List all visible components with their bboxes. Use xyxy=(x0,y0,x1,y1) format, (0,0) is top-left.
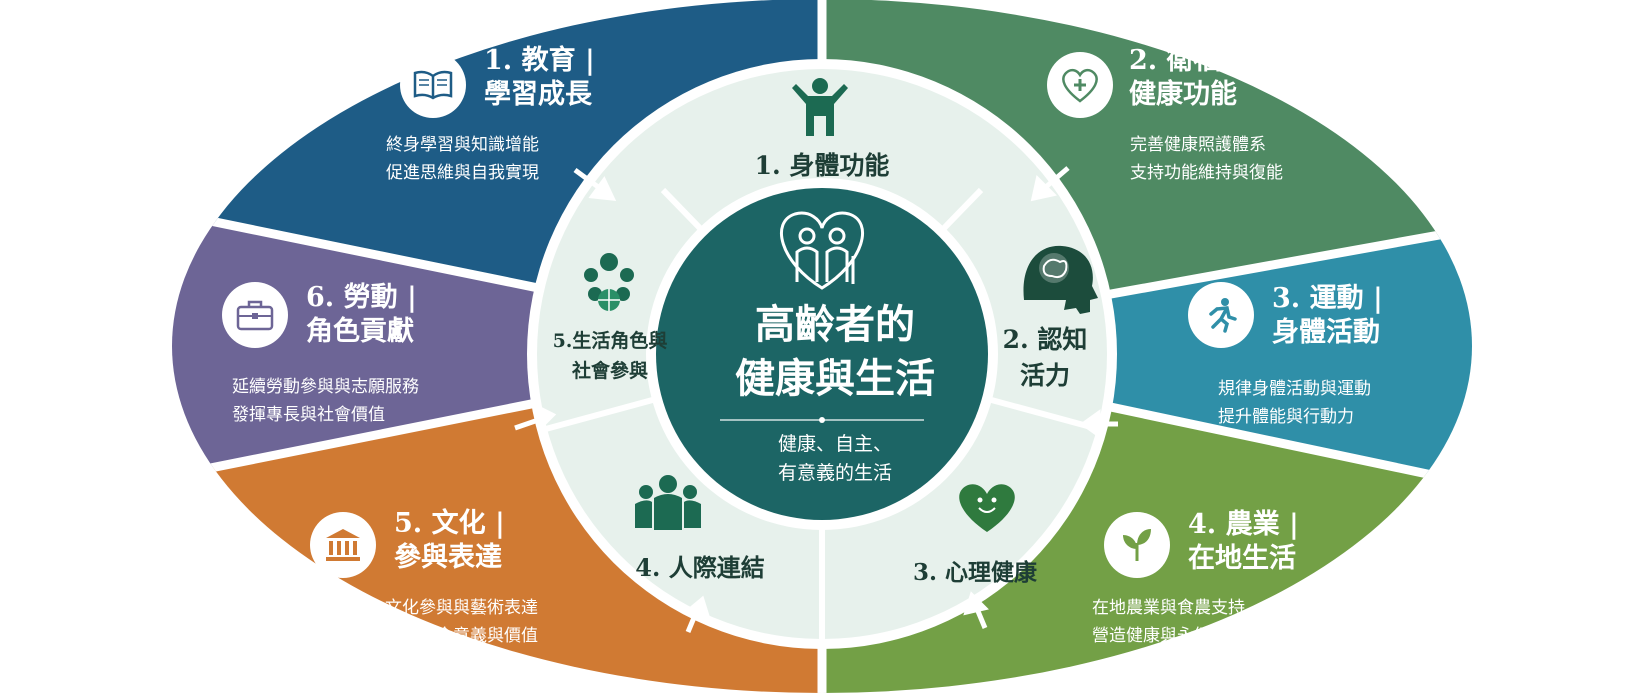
sector-labor-title-line2: 角色貢獻 xyxy=(306,316,414,347)
core-circle xyxy=(656,188,988,520)
elderly-couple-heart-icon xyxy=(779,211,865,290)
sector-agriculture-desc-line1: 在地農業與食農支持 xyxy=(1092,598,1245,618)
sector-welfare-desc-line1: 完善健康照護體系 xyxy=(1130,135,1266,155)
center-title-line2: 健康與生活 xyxy=(735,355,935,402)
globe-people-icon xyxy=(584,253,634,311)
sector-culture-desc: 文化參與與藝術表達 豐富生命意義與價值 xyxy=(385,594,538,650)
center-title: 高齡者的 健康與生活 xyxy=(690,298,980,406)
sector-education-title-line1: 1. 教育 | xyxy=(484,45,595,76)
museum-icon xyxy=(310,512,376,578)
sector-bg-labor xyxy=(172,178,822,510)
sector-sports-title: 3. 運動 | 身體活動 xyxy=(1272,282,1383,350)
dimension-cognitive-label-line2: 活力 xyxy=(1019,361,1070,390)
sector-agriculture-title: 4. 農業 | 在地生活 xyxy=(1188,508,1299,576)
sector-welfare-title-line2: 健康功能 xyxy=(1129,79,1237,110)
center-subtitle-line2: 有意義的生活 xyxy=(777,462,892,484)
dimension-cognitive-label-line1: 2. 認知 xyxy=(1002,325,1088,354)
sector-sports-desc-line1: 規律身體活動與運動 xyxy=(1218,379,1371,399)
sector-agriculture-desc: 在地農業與食農支持 營造健康與永續生活 xyxy=(1092,594,1245,650)
person-arms-up-icon xyxy=(792,78,848,136)
open-book-icon xyxy=(400,52,466,118)
sector-agriculture-title-line2: 在地生活 xyxy=(1188,543,1296,574)
dimension-cognitive: 2. 認知 活力 xyxy=(990,322,1100,394)
runner-icon xyxy=(1188,282,1254,348)
brain-head-icon xyxy=(1023,245,1098,314)
dimension-roles-label-line2: 社會參與 xyxy=(571,360,648,382)
sector-labor-desc: 延續勞動參與與志願服務 發揮專長與社會價值 xyxy=(232,373,419,429)
dimension-social-label: 4. 人際連結 xyxy=(635,553,765,582)
sector-education-desc-line1: 終身學習與知識增能 xyxy=(386,135,539,155)
smiling-heart-icon xyxy=(959,484,1015,532)
heart-plus-icon xyxy=(1047,52,1113,118)
sector-culture-desc-line2: 豐富生命意義與價值 xyxy=(385,626,538,646)
sector-agriculture-title-line1: 4. 農業 | xyxy=(1188,509,1299,540)
sector-welfare-desc: 完善健康照護體系 支持功能維持與復能 xyxy=(1130,131,1283,187)
sector-labor-desc-line2: 發揮專長與社會價值 xyxy=(232,405,385,425)
dimension-physical: 1. 身體功能 xyxy=(722,146,922,182)
sector-culture-title: 5. 文化 | 參與表達 xyxy=(394,507,505,575)
sector-labor-desc-line1: 延續勞動參與與志願服務 xyxy=(232,377,419,397)
center-subtitle-line1: 健康、自主、 xyxy=(777,433,892,455)
sector-education-desc-line2: 促進思維與自我實現 xyxy=(386,163,539,183)
sector-labor-title: 6. 勞動 | 角色貢獻 xyxy=(306,281,417,349)
dimension-mental-label: 3. 心理健康 xyxy=(912,559,1038,586)
sector-education-title: 1. 教育 | 學習成長 xyxy=(484,44,595,112)
sector-sports-title-line1: 3. 運動 | xyxy=(1272,283,1383,314)
sector-welfare-title: 2. 衛福 | 健康功能 xyxy=(1129,44,1240,112)
sector-culture-title-line2: 參與表達 xyxy=(394,542,502,573)
dimension-roles-label-line1: 5.生活角色與 xyxy=(552,330,668,352)
sector-culture-title-line1: 5. 文化 | xyxy=(394,508,505,539)
sector-sports-desc: 規律身體活動與運動 提升體能與行動力 xyxy=(1218,375,1371,431)
inward-arrows xyxy=(514,166,1118,633)
dimension-social: 4. 人際連結 xyxy=(600,548,800,583)
sector-culture-desc-line1: 文化參與與藝術表達 xyxy=(385,598,538,618)
dimension-roles: 5.生活角色與 社會參與 xyxy=(520,326,700,386)
dimension-mental: 3. 心理健康 xyxy=(875,553,1075,587)
sector-bg-sports xyxy=(822,198,1472,520)
briefcase-icon xyxy=(222,282,288,348)
sector-labor-title-line1: 6. 勞動 | xyxy=(306,282,417,313)
sector-welfare-title-line1: 2. 衛福 | xyxy=(1129,45,1240,76)
sector-sports-title-line2: 身體活動 xyxy=(1272,317,1380,348)
center-subtitle: 健康、自主、 有意義的生活 xyxy=(690,430,980,488)
sector-welfare-desc-line2: 支持功能維持與復能 xyxy=(1130,163,1283,183)
people-group-icon xyxy=(635,475,701,530)
sector-education-desc: 終身學習與知識增能 促進思維與自我實現 xyxy=(386,131,539,187)
dimension-physical-label: 1. 身體功能 xyxy=(754,151,890,180)
sector-education-title-line2: 學習成長 xyxy=(484,79,592,110)
sector-agriculture-desc-line2: 營造健康與永續生活 xyxy=(1092,626,1245,646)
center-title-line1: 高齡者的 xyxy=(755,301,915,348)
sector-sports-desc-line2: 提升體能與行動力 xyxy=(1218,407,1354,427)
sprout-icon xyxy=(1104,512,1170,578)
